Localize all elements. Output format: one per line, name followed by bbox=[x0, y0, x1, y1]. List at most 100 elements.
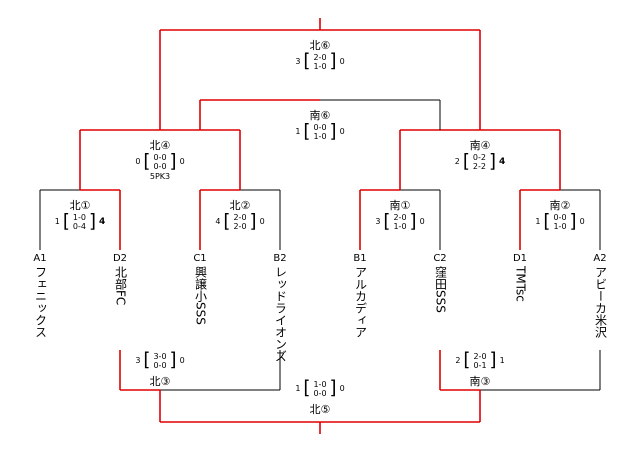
right-score: 0 bbox=[339, 127, 345, 136]
right-bracket-glyph: ] bbox=[88, 210, 96, 233]
match-name: 北① bbox=[67, 199, 93, 212]
left-score: 3 bbox=[375, 217, 381, 226]
left-score: 0 bbox=[135, 157, 141, 166]
left-bracket-glyph: [ bbox=[543, 210, 551, 233]
right-score: 0 bbox=[339, 57, 345, 66]
left-bracket-glyph: [ bbox=[223, 210, 231, 233]
half-score: 0-0 bbox=[153, 361, 167, 370]
team-code: A1 bbox=[33, 253, 47, 264]
pk-result: 5PK3 bbox=[149, 172, 171, 181]
half-score: 0-0 bbox=[153, 162, 167, 171]
left-bracket-glyph: [ bbox=[303, 120, 311, 143]
half-score: 2-0 bbox=[473, 352, 487, 361]
left-bracket-glyph: [ bbox=[303, 377, 311, 400]
right-score: 4 bbox=[98, 217, 106, 227]
half-score: 0-4 bbox=[72, 222, 86, 231]
half-score: 1-0 bbox=[313, 132, 327, 141]
team-c2: C2 窪田SSS bbox=[433, 253, 448, 313]
team-code: C2 bbox=[433, 253, 447, 264]
left-bracket-glyph: [ bbox=[463, 349, 471, 372]
half-score: 2-0 bbox=[393, 213, 407, 222]
left-score: 3 bbox=[295, 57, 301, 66]
team-name: 窪田SSS bbox=[433, 266, 448, 313]
left-score: 1 bbox=[535, 217, 541, 226]
right-bracket-glyph: ] bbox=[169, 349, 177, 372]
team-name: アビーカ米沢 bbox=[593, 266, 608, 338]
match-name: 北⑤ bbox=[307, 403, 333, 416]
half-score: 1-0 bbox=[72, 213, 86, 222]
right-score: 1 bbox=[499, 356, 505, 365]
right-bracket-glyph: ] bbox=[249, 210, 257, 233]
right-bracket-glyph: ] bbox=[169, 150, 177, 173]
left-bracket-glyph: [ bbox=[62, 210, 70, 233]
left-score: 4 bbox=[215, 217, 221, 226]
half-score: 1-0 bbox=[393, 222, 407, 231]
right-score: 0 bbox=[339, 384, 345, 393]
right-score: 0 bbox=[259, 217, 265, 226]
half-score: 0-0 bbox=[313, 123, 327, 132]
right-score: 0 bbox=[419, 217, 425, 226]
team-code: D1 bbox=[512, 253, 528, 264]
right-bracket-glyph: ] bbox=[569, 210, 577, 233]
match-name: 南③ bbox=[467, 375, 493, 388]
right-score: 0 bbox=[179, 157, 185, 166]
match-name: 北③ bbox=[147, 375, 173, 388]
half-score: 0-1 bbox=[473, 361, 487, 370]
half-score: 2-0 bbox=[313, 53, 327, 62]
right-bracket-glyph: ] bbox=[489, 349, 497, 372]
match-name: 南④ bbox=[467, 139, 493, 152]
half-score: 1-0 bbox=[313, 380, 327, 389]
half-score: 3-0 bbox=[153, 352, 167, 361]
team-code: B2 bbox=[273, 253, 287, 264]
team-a2: A2 アビーカ米沢 bbox=[593, 253, 608, 338]
left-bracket-glyph: [ bbox=[143, 150, 151, 173]
team-b1: B1 アルカディア bbox=[353, 253, 368, 338]
team-code: D2 bbox=[112, 253, 128, 264]
left-bracket-glyph: [ bbox=[143, 349, 151, 372]
team-code: A2 bbox=[593, 253, 607, 264]
left-bracket-glyph: [ bbox=[383, 210, 391, 233]
half-score: 1-0 bbox=[313, 62, 327, 71]
team-code: B1 bbox=[353, 253, 367, 264]
team-name: アルカディア bbox=[353, 266, 368, 338]
right-bracket-glyph: ] bbox=[329, 120, 337, 143]
right-score: 4 bbox=[498, 157, 506, 167]
team-name: 興譲小SSS bbox=[193, 266, 208, 325]
match-name: 南② bbox=[547, 199, 573, 212]
right-score: 0 bbox=[579, 217, 585, 226]
half-score: 0-0 bbox=[553, 213, 567, 222]
left-score: 2 bbox=[455, 356, 461, 365]
match-name: 北⑥ bbox=[307, 39, 333, 52]
left-score: 1 bbox=[54, 217, 60, 226]
right-bracket-glyph: ] bbox=[329, 377, 337, 400]
left-bracket-glyph: [ bbox=[462, 150, 470, 173]
half-score: 2-0 bbox=[233, 213, 247, 222]
half-score: 2-0 bbox=[233, 222, 247, 231]
